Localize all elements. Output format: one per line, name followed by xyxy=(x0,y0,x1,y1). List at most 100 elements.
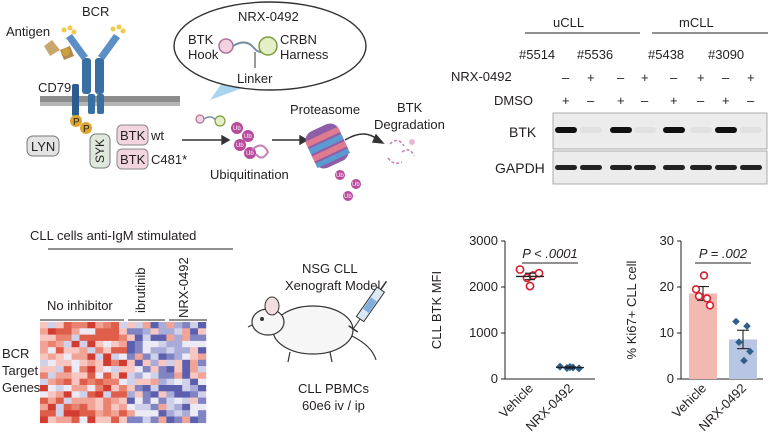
ub-label-1: Ub xyxy=(233,126,241,132)
ub-label-2: Ub xyxy=(244,134,252,140)
dmso-sign: + xyxy=(617,93,625,108)
heatmap-cell xyxy=(142,366,151,373)
heatmap-cell xyxy=(119,378,128,386)
heatmap-cell xyxy=(198,328,207,335)
nrx-sign: – xyxy=(670,70,678,85)
heatmap-group-ibrutinib: ibrutinib xyxy=(133,267,148,313)
heatmap-cell xyxy=(166,378,175,386)
y-tick-label: 3000 xyxy=(469,233,498,248)
heatmap-cell xyxy=(198,347,207,354)
heatmap-cell xyxy=(166,347,175,354)
heatmap-cell xyxy=(111,378,120,386)
data-point xyxy=(746,347,754,356)
heatmap-cell xyxy=(166,322,175,329)
heatmap-cell xyxy=(126,359,136,367)
heatmap-cell xyxy=(111,366,120,373)
heatmap-cell xyxy=(182,328,191,335)
nrx-sign: + xyxy=(641,70,649,85)
heatmap-cell xyxy=(103,372,112,379)
heatmap-cell xyxy=(47,359,57,367)
heatmap-cell xyxy=(134,410,143,417)
heatmap-cell xyxy=(95,359,104,367)
heatmap-cell xyxy=(87,410,96,417)
heatmap-cell xyxy=(63,353,72,361)
heatmap-cell xyxy=(150,347,159,354)
heatmap-cell xyxy=(87,353,96,361)
data-point xyxy=(515,265,525,274)
heatmap-cell xyxy=(142,353,151,361)
heatmap-cell xyxy=(79,366,88,373)
heatmap-cell xyxy=(150,328,159,335)
heatmap-cell xyxy=(95,322,104,329)
heatmap-cell xyxy=(134,385,143,392)
heatmap-cell xyxy=(190,372,199,379)
heatmap-cell xyxy=(166,403,175,411)
heatmap-cell xyxy=(63,366,72,373)
heatmap-cell xyxy=(150,353,159,361)
heatmap-cell xyxy=(142,347,151,354)
crbn-harness-line-1: CRBN xyxy=(280,32,317,47)
heatmap-cell xyxy=(119,322,128,329)
heatmap-cell xyxy=(166,353,175,361)
heatmap-cell xyxy=(79,416,88,424)
gapdh-band xyxy=(740,165,762,170)
heatmap-cell xyxy=(63,359,72,367)
heatmap-cell xyxy=(47,410,57,417)
lyn-box xyxy=(26,135,60,157)
heatmap-cell xyxy=(79,328,88,335)
heatmap-cell xyxy=(158,378,167,386)
heatmap-cell xyxy=(134,359,143,367)
heatmap-cell xyxy=(174,416,183,424)
heatmap-cell xyxy=(103,391,112,398)
heatmap-cell xyxy=(111,347,120,354)
free-ub-molecules: Ub Ub Ub xyxy=(335,170,361,201)
heatmap-cell xyxy=(95,347,104,354)
phospho-label-2: P xyxy=(83,124,90,135)
data-point xyxy=(525,281,535,291)
heatmap-cell xyxy=(158,366,167,373)
heatmap-cell xyxy=(182,353,191,361)
heatmap-cell xyxy=(63,322,72,329)
dmso-sign: + xyxy=(562,93,570,108)
heatmap-cell xyxy=(190,397,199,405)
heatmap-cell xyxy=(79,378,88,386)
y-tick-label: 0 xyxy=(491,371,498,386)
heatmap-cell xyxy=(190,347,199,354)
heatmap-cell xyxy=(71,378,80,386)
data-point xyxy=(732,317,740,326)
heatmap-cell xyxy=(150,410,159,417)
heatmap-cell xyxy=(71,410,80,417)
heatmap-row-label-2: Target xyxy=(2,363,39,378)
heatmap-cell xyxy=(103,347,112,354)
heatmap-cell xyxy=(71,416,80,424)
gapdh-band xyxy=(634,165,656,170)
heatmap-cell xyxy=(103,334,112,342)
data-point xyxy=(691,285,701,294)
heatmap-cell xyxy=(40,391,49,398)
heatmap-cell xyxy=(63,347,72,354)
heatmap-cell xyxy=(87,334,96,342)
heatmap-cell xyxy=(198,391,207,398)
heatmap-cell xyxy=(79,397,88,405)
heatmap-cell xyxy=(40,372,49,379)
heatmap-cell xyxy=(79,353,88,361)
heatmap-cell xyxy=(198,334,207,342)
heatmap-cell xyxy=(71,340,80,348)
antigen-shape xyxy=(44,40,74,60)
xenograft-title-1: NSG CLL xyxy=(302,261,358,276)
btk-band xyxy=(690,127,712,133)
heatmap-cell xyxy=(142,372,151,379)
heatmap-cell xyxy=(126,385,136,392)
heatmap-cell xyxy=(55,334,64,342)
heatmap-cell xyxy=(71,372,80,379)
bcr-stalk-2 xyxy=(97,94,104,114)
heatmap-row-label-3: Genes xyxy=(2,380,41,395)
band-label-gapdh: GAPDH xyxy=(495,160,545,176)
heatmap-cell xyxy=(40,353,49,361)
heatmap-cell xyxy=(182,403,191,411)
y-axis-label: % Ki67+ CLL cell xyxy=(624,260,639,359)
heatmap-cell xyxy=(119,340,128,348)
nrx-sign: – xyxy=(722,70,730,85)
heatmap-cell xyxy=(71,353,80,361)
